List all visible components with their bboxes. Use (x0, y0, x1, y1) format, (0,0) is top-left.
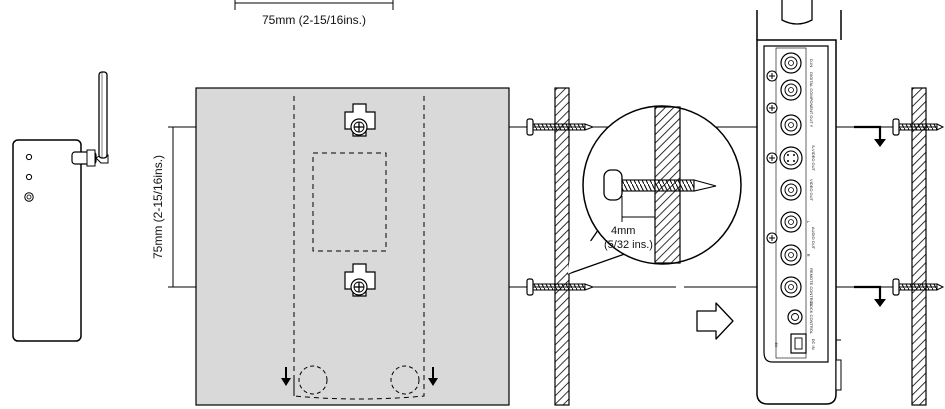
panel-label-remote-control: REMOTE CONTROL (809, 268, 814, 307)
screw-icon (344, 263, 376, 297)
screw-icon (766, 232, 778, 244)
jack-remote-control (780, 276, 802, 298)
jack-audio-l (780, 211, 802, 233)
arrow-down-icon (428, 367, 438, 386)
panel-label-dock-control: DOCK CONTROL (809, 302, 814, 335)
top-dimension: 75mm (2-15/16ins.) (234, 0, 394, 27)
jack-dc-in (790, 333, 807, 354)
screw-icon (344, 103, 376, 137)
panel-label-d-in: D-IN (809, 59, 814, 67)
panel-label-dc-in: DC IN (811, 339, 816, 350)
screw-icon (766, 152, 778, 164)
screw-icon (892, 278, 945, 296)
screw-depth-callout: 4mm (5/32 ins.) (567, 105, 742, 275)
screw-icon (892, 118, 945, 136)
screw-depth-in-label: (5/32 ins.) (604, 239, 653, 251)
jack-y (780, 114, 802, 136)
hollow-arrow-right-icon (696, 302, 734, 340)
panel-label-5v: 5V (774, 343, 779, 348)
panel-label-l: L (806, 221, 811, 224)
screw-icon (526, 278, 595, 296)
screw-icon (526, 118, 595, 136)
screw-icon (766, 102, 778, 114)
jack-audio-r (780, 244, 802, 266)
wall-section (911, 87, 927, 406)
vertical-dimension: 75mm (2-15/16ins.) (151, 127, 174, 287)
screw-depth-mm-label: 4mm (611, 225, 635, 237)
wall-section (554, 87, 570, 406)
device-side-panel: D-IN DIGITAL COMPONENT OUT Y S-VIDEO OUT… (756, 0, 842, 405)
panel-label-r: R (806, 254, 811, 257)
arrow-right-icon (854, 285, 886, 307)
jack-d-in (780, 52, 802, 74)
jack-video-out (780, 179, 802, 201)
screw-icon (766, 70, 778, 82)
panel-label-y: Y (809, 125, 814, 128)
jack-dock-control (787, 309, 803, 325)
panel-label-digital-component: DIGITAL COMPONENT OUT (809, 72, 814, 124)
wireless-adapter-icon (12, 71, 109, 342)
jack-digital-component (780, 79, 802, 101)
horizontal-dimension-label: 75mm (2-15/16ins.) (262, 13, 366, 27)
jack-s-video (779, 146, 803, 170)
panel-label-audio-out: AUDIO OUT (811, 227, 816, 250)
arrow-right-icon (854, 125, 886, 147)
mounting-plate (195, 87, 510, 406)
panel-label-video-out: VIDEO OUT (809, 179, 814, 202)
vertical-dimension-label: 75mm (2-15/16ins.) (151, 155, 165, 259)
panel-label-s-video: S-VIDEO OUT (811, 145, 816, 172)
arrow-down-icon (281, 367, 291, 386)
